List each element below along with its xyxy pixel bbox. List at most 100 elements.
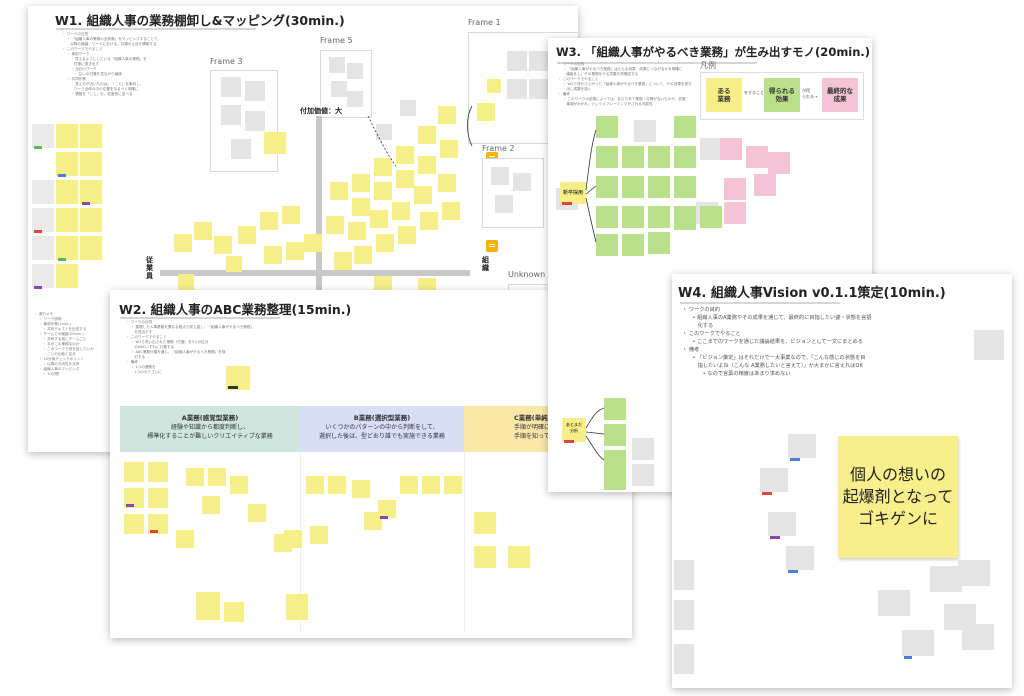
sticky-note[interactable] <box>56 180 78 204</box>
sticky-note[interactable] <box>474 546 496 568</box>
sticky-note[interactable] <box>474 512 496 534</box>
sticky-note[interactable] <box>438 174 456 192</box>
sticky-note[interactable] <box>930 566 962 592</box>
sticky-note[interactable] <box>396 170 414 188</box>
sticky-note[interactable] <box>202 496 220 514</box>
sticky-note[interactable] <box>604 470 626 490</box>
sticky-note[interactable] <box>974 330 1004 360</box>
sticky-note[interactable] <box>194 222 212 240</box>
vision-sticky-note[interactable]: 個人の想いの 起爆剤となって ゴキゲンに <box>838 436 958 558</box>
sticky-note[interactable] <box>648 232 670 254</box>
sticky-note[interactable] <box>352 198 370 216</box>
sticky-note[interactable] <box>902 630 934 656</box>
sticky-note[interactable] <box>208 468 226 486</box>
sticky-note[interactable] <box>392 202 410 220</box>
sticky-note[interactable] <box>364 512 382 530</box>
sticky-note[interactable] <box>230 476 248 494</box>
sticky-note[interactable] <box>596 176 618 198</box>
sticky-note[interactable] <box>260 212 278 230</box>
sticky-note[interactable] <box>487 79 501 93</box>
sticky-note[interactable] <box>622 234 644 256</box>
sticky-note[interactable] <box>148 488 168 508</box>
sticky-note[interactable] <box>648 206 670 228</box>
sticky-note[interactable] <box>604 398 626 420</box>
sticky-note[interactable] <box>418 156 436 174</box>
sticky-note[interactable] <box>374 158 392 176</box>
board-w2[interactable]: W2. 組織人事のABC業務整理(15min.) ・ ワークの目的 ・ 整理した… <box>110 290 632 638</box>
sticky-note[interactable] <box>414 186 432 204</box>
sticky-note[interactable] <box>238 226 256 244</box>
sticky-note[interactable] <box>124 488 144 508</box>
sticky-note[interactable] <box>700 138 722 160</box>
sticky-note[interactable] <box>245 81 265 101</box>
sticky-note[interactable] <box>148 514 168 534</box>
sticky-note[interactable] <box>80 180 102 204</box>
sticky-note[interactable] <box>396 146 414 164</box>
sticky-note[interactable] <box>491 167 509 185</box>
sticky-note[interactable] <box>746 146 768 168</box>
sticky-note[interactable]: あとまだ 分析 <box>562 418 586 442</box>
sticky-note[interactable] <box>286 594 308 620</box>
sticky-note[interactable] <box>596 206 618 228</box>
sticky-note[interactable] <box>786 546 814 570</box>
sticky-note[interactable] <box>56 264 78 288</box>
sticky-note[interactable] <box>754 174 776 196</box>
sticky-note[interactable] <box>495 195 513 213</box>
sticky-note[interactable] <box>352 174 370 192</box>
sticky-note[interactable] <box>674 600 694 630</box>
sticky-note[interactable] <box>477 103 495 121</box>
sticky-note[interactable] <box>622 206 644 228</box>
sticky-note[interactable] <box>440 140 458 158</box>
sticky-note[interactable] <box>32 180 54 204</box>
board-w3[interactable]: W3. 「組織人事がやるべき業務」が生み出すモノ(20min.) ・ ワークの目… <box>548 38 872 492</box>
sticky-note[interactable] <box>80 208 102 232</box>
sticky-note[interactable] <box>221 77 241 97</box>
sticky-note[interactable] <box>310 526 328 544</box>
sticky-note[interactable] <box>418 126 436 144</box>
sticky-note[interactable] <box>700 206 722 228</box>
sticky-note[interactable] <box>56 208 78 232</box>
sticky-note[interactable] <box>420 212 438 230</box>
sticky-note[interactable] <box>622 176 644 198</box>
sticky-note[interactable] <box>284 530 302 548</box>
sticky-note[interactable] <box>768 512 796 536</box>
sticky-note[interactable] <box>264 246 282 264</box>
sticky-note[interactable] <box>378 500 396 518</box>
sticky-note[interactable] <box>376 124 392 140</box>
sticky-note[interactable] <box>622 146 644 168</box>
sticky-note[interactable] <box>32 236 54 260</box>
sticky-note[interactable] <box>604 424 626 446</box>
sticky-note[interactable] <box>80 152 102 176</box>
frame-2[interactable] <box>482 158 544 228</box>
sticky-note[interactable] <box>282 206 300 224</box>
sticky-note[interactable] <box>306 476 324 494</box>
sticky-note[interactable] <box>245 111 265 131</box>
sticky-note[interactable] <box>221 105 241 125</box>
sticky-note[interactable] <box>788 434 816 458</box>
sticky-note[interactable] <box>304 234 322 252</box>
sticky-note[interactable] <box>56 124 78 148</box>
sticky-note[interactable] <box>398 226 416 244</box>
sticky-note[interactable] <box>196 592 220 620</box>
comment-icon[interactable] <box>486 240 498 252</box>
sticky-note[interactable] <box>329 57 345 73</box>
sticky-note[interactable] <box>354 246 372 264</box>
sticky-note[interactable] <box>508 546 530 568</box>
sticky-note[interactable] <box>400 476 418 494</box>
sticky-note[interactable] <box>648 176 670 198</box>
new-grad-hiring-note[interactable]: 新卒採用 <box>560 182 586 204</box>
sticky-note[interactable] <box>376 234 394 252</box>
sticky-note[interactable] <box>422 476 440 494</box>
sticky-note[interactable] <box>438 106 456 124</box>
sticky-note[interactable] <box>674 208 696 230</box>
sticky-note[interactable] <box>264 132 286 154</box>
sticky-note[interactable] <box>878 590 910 616</box>
board-w4[interactable]: W4. 組織人事Vision v0.1.1策定(10min.) ・ ワークの目的… <box>672 274 1012 688</box>
sticky-note[interactable] <box>32 124 54 148</box>
sticky-note[interactable] <box>634 120 656 142</box>
sticky-note[interactable] <box>224 602 244 622</box>
sticky-note[interactable] <box>529 51 549 71</box>
sticky-note[interactable] <box>348 222 366 240</box>
sticky-note[interactable] <box>674 176 696 198</box>
sticky-note[interactable] <box>596 146 618 168</box>
